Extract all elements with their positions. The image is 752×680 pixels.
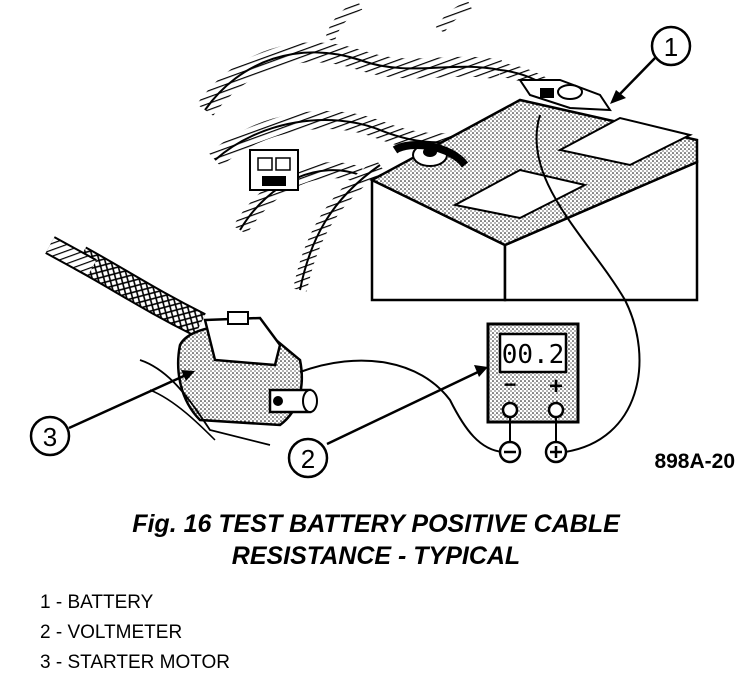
voltmeter-plus-label: + <box>549 373 563 400</box>
battery <box>369 79 699 302</box>
callout-3: 3 <box>29 370 195 457</box>
callout-3-number: 3 <box>43 422 57 452</box>
negative-probe <box>498 440 522 464</box>
legend: 1 - BATTERY 2 - VOLTMETER 3 - STARTER MO… <box>40 588 230 678</box>
callout-1-number: 1 <box>664 32 678 62</box>
caption-line-1: Fig. 16 TEST BATTERY POSITIVE CABLE <box>132 510 620 538</box>
callout-2-number: 2 <box>301 444 315 474</box>
starter-motor <box>45 236 318 446</box>
callout-2: 2 <box>287 365 488 479</box>
legend-item-starter-motor: 3 - STARTER MOTOR <box>40 652 231 673</box>
legend-item-battery: 1 - BATTERY <box>40 592 154 613</box>
voltmeter: 00.2 − + <box>486 322 580 424</box>
callout-1: 1 <box>610 25 692 104</box>
voltmeter-minus-label: − <box>504 372 517 397</box>
caption-line-2: RESISTANCE - TYPICAL <box>231 542 521 570</box>
figure-caption: Fig. 16 TEST BATTERY POSITIVE CABLE RESI… <box>0 508 752 572</box>
positive-probe <box>544 440 568 464</box>
legend-item-voltmeter: 2 - VOLTMETER <box>40 622 183 643</box>
figure-reference-code: 898A-20 <box>654 450 735 473</box>
voltmeter-positive-jack <box>547 401 565 419</box>
voltmeter-negative-jack <box>501 401 519 419</box>
connector-block <box>249 149 299 191</box>
voltmeter-display: 00.2 <box>502 340 565 370</box>
test-diagram: 00.2 − + 1 2 3 <box>29 0 735 479</box>
test-leads <box>299 114 641 453</box>
